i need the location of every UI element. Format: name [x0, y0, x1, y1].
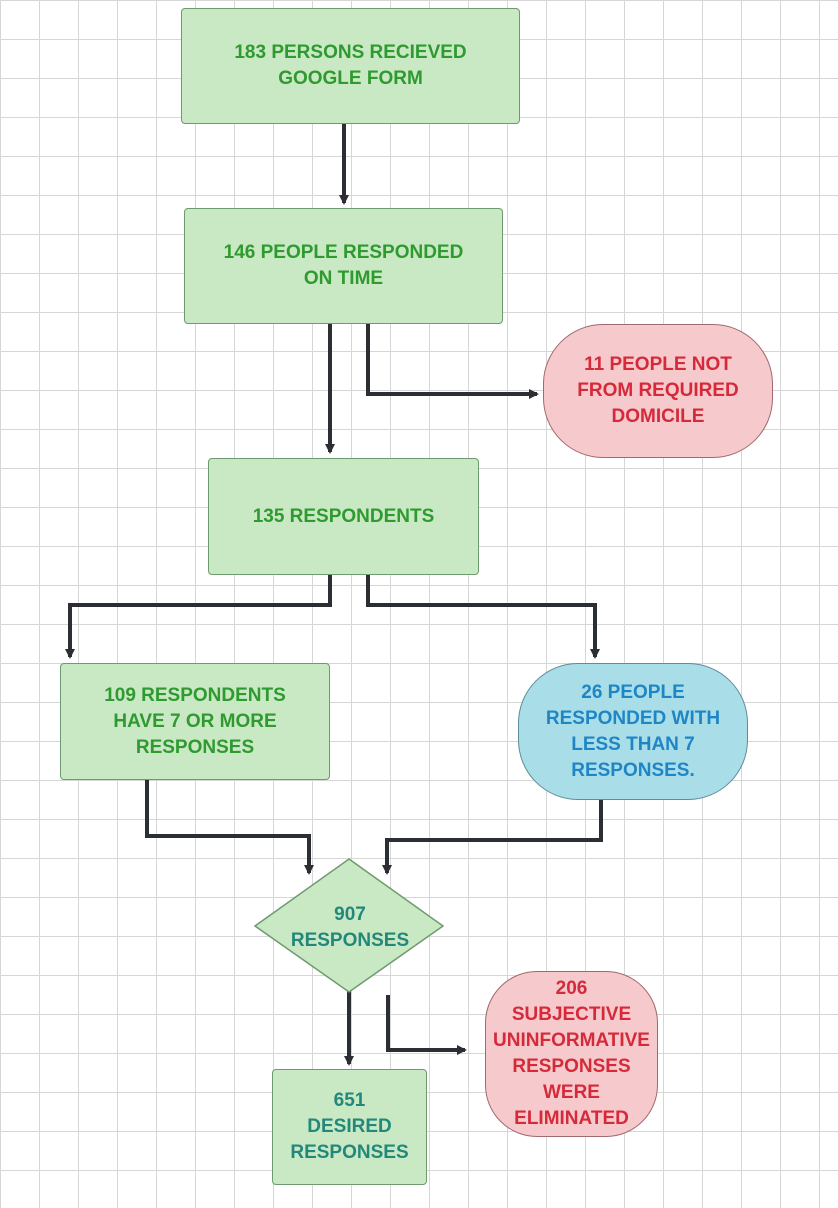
node-less-than-seven: 26 PEOPLE RESPONDED WITH LESS THAN 7 RES…	[518, 663, 748, 800]
arrow-less-than-seven-to-total	[382, 800, 603, 875]
arrow-seven-or-more-to-total	[145, 780, 314, 875]
node-total-responses: 907 RESPONSES	[255, 880, 445, 976]
node-responded-on-time: 146 PEOPLE RESPONDED ON TIME	[184, 208, 503, 324]
node-less-than-seven-label: 26 PEOPLE RESPONDED WITH LESS THAN 7 RES…	[545, 681, 721, 781]
node-respondents-label: 135 RESPONDENTS	[252, 505, 435, 527]
node-responded-on-time-label: 146 PEOPLE RESPONDED ON TIME	[223, 242, 464, 289]
node-not-from-domicile: 11 PEOPLE NOT FROM REQUIRED DOMICILE	[543, 324, 773, 458]
node-total-responses-label: 907 RESPONSES	[290, 904, 410, 951]
node-seven-or-more: 109 RESPONDENTS HAVE 7 OR MORE RESPONSES	[60, 663, 330, 780]
node-eliminated-responses-label: 206 SUBJECTIVE UNINFORMATIVE RESPONSES W…	[493, 978, 650, 1129]
node-seven-or-more-label: 109 RESPONDENTS HAVE 7 OR MORE RESPONSES	[104, 684, 286, 758]
node-respondents: 135 RESPONDENTS	[208, 458, 479, 575]
node-not-from-domicile-label: 11 PEOPLE NOT FROM REQUIRED DOMICILE	[577, 354, 739, 427]
decision-diamond-shape	[253, 858, 445, 993]
node-desired-responses: 651 DESIRED RESPONSES	[272, 1069, 427, 1185]
node-google-form-received: 183 PERSONS RECIEVED GOOGLE FORM	[181, 8, 520, 124]
node-eliminated-responses: 206 SUBJECTIVE UNINFORMATIVE RESPONSES W…	[485, 971, 658, 1137]
arrow-responded-to-not-domicile	[366, 324, 539, 399]
node-google-form-received-label: 183 PERSONS RECIEVED GOOGLE FORM	[234, 42, 467, 89]
node-desired-responses-label: 651 DESIRED RESPONSES	[290, 1090, 409, 1163]
arrow-respondents-to-seven-or-more	[65, 575, 332, 659]
arrow-total-to-eliminated	[386, 995, 467, 1055]
arrow-respondents-to-less-than-seven	[366, 575, 600, 659]
